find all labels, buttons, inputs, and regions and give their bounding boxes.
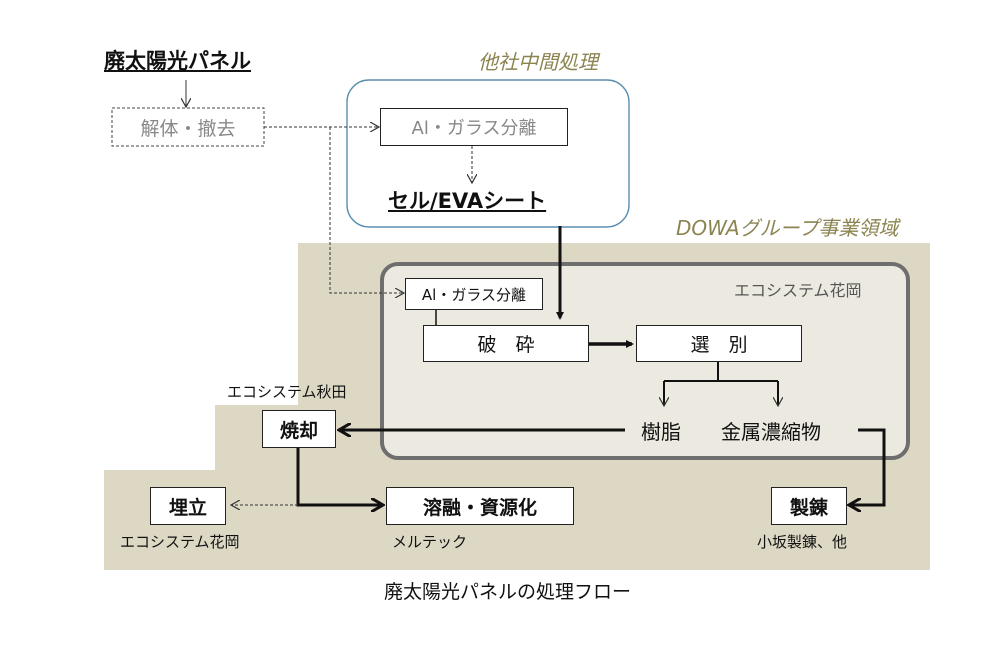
sort-label: 選 別 xyxy=(690,334,748,356)
smelting-box: 溶融・資源化 xyxy=(386,487,574,525)
crush-label: 破 砕 xyxy=(477,334,535,356)
other-company-label: 他社中間処理 xyxy=(478,50,598,74)
refining-box: 製錬 xyxy=(771,487,847,525)
dowa-label: DOWAグループ事業領域 xyxy=(676,216,899,240)
other-al-glass-box: Al・ガラス分離 xyxy=(380,108,568,146)
landfill-operator: エコシステム花岡 xyxy=(120,533,240,551)
resin-label: 樹脂 xyxy=(641,420,681,444)
landfill-box: 埋立 xyxy=(150,487,226,525)
cell-eva-label: セル/EVAシート xyxy=(388,189,547,213)
metal-conc-label: 金属濃縮物 xyxy=(721,420,821,444)
panel-title: 廃太陽光パネル xyxy=(104,49,251,73)
refining-label: 製錬 xyxy=(789,496,828,519)
akita-label: エコシステム秋田 xyxy=(227,383,347,401)
dismantle-label: 解体・撤去 xyxy=(140,117,236,140)
other-al-glass-label: Al・ガラス分離 xyxy=(411,118,537,139)
sort-box: 選 別 xyxy=(636,325,802,362)
incineration-label: 焼却 xyxy=(279,419,318,442)
smelting-label: 溶融・資源化 xyxy=(422,496,537,519)
hanaoka-label: エコシステム花岡 xyxy=(734,281,862,300)
smelting-operator: メルテック xyxy=(392,533,468,551)
refining-operator: 小坂製錬、他 xyxy=(757,533,848,551)
hanaoka-al-glass-box: Al・ガラス分離 xyxy=(405,278,543,310)
incineration-box: 焼却 xyxy=(262,410,336,448)
crush-box: 破 砕 xyxy=(423,325,589,362)
dismantle-box: 解体・撤去 xyxy=(112,108,264,146)
diagram-caption: 廃太陽光パネルの処理フロー xyxy=(384,581,632,603)
hanaoka-al-glass-label: Al・ガラス分離 xyxy=(421,285,527,304)
landfill-label: 埋立 xyxy=(168,496,207,519)
